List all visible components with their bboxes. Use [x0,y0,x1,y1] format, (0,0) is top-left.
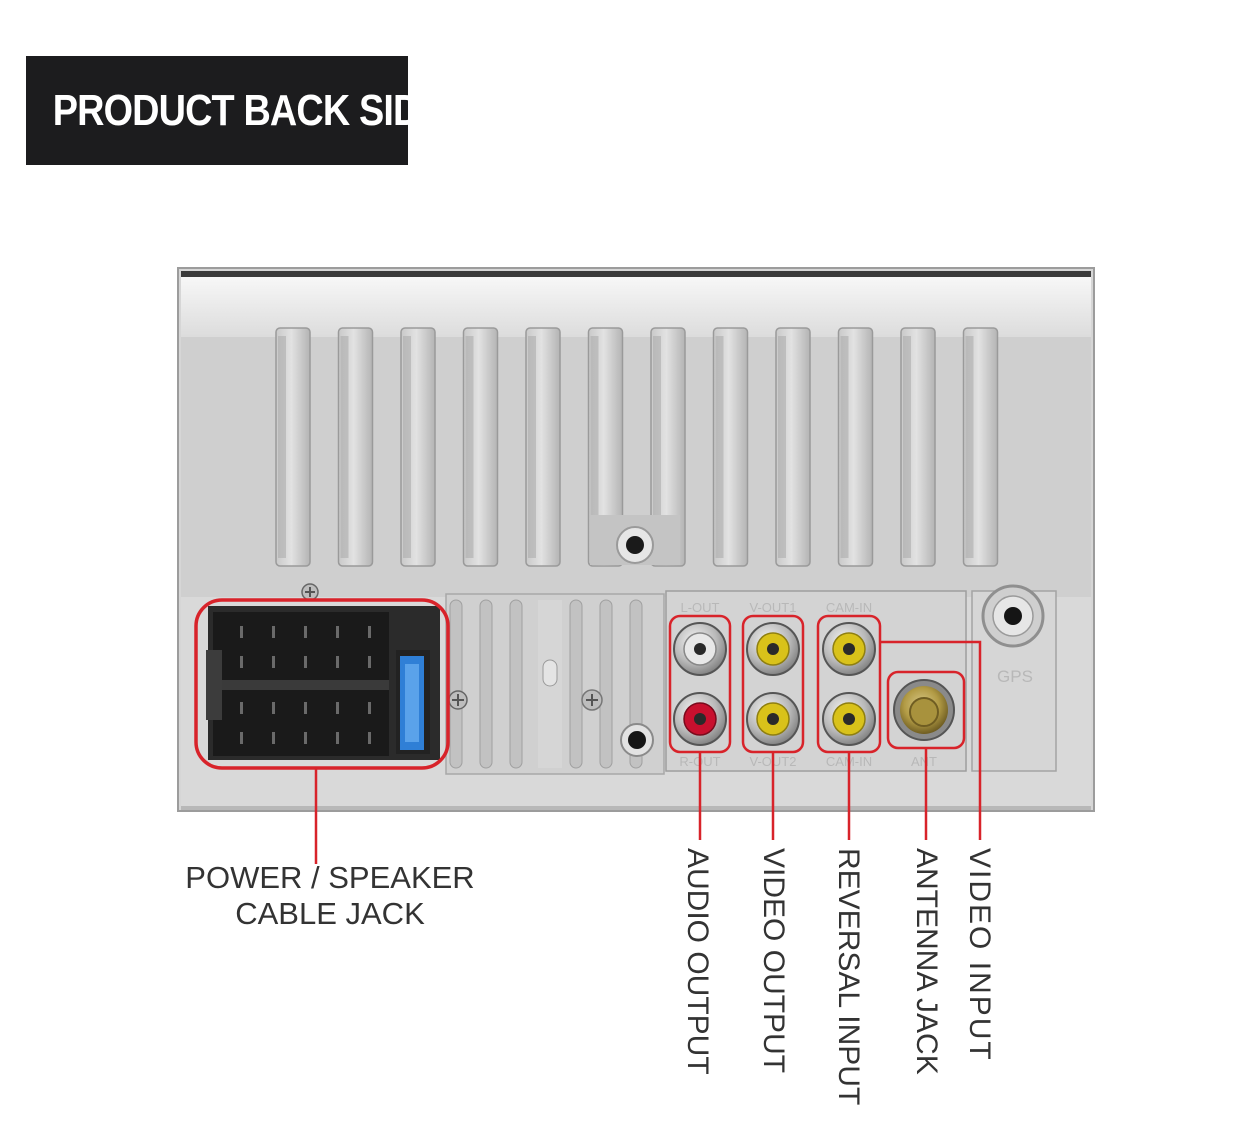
rca-yellow-jack-icon [747,693,799,745]
rca-yellow-jack-icon [823,693,875,745]
video-input-label: VIDEO INPUT [962,848,996,1062]
mounting-hole [590,515,680,565]
label-gps: GPS [997,667,1033,686]
vent-grille [446,594,664,774]
rca-yellow-jack-icon [823,623,875,675]
label-ant: ANT [911,754,937,769]
heatsink-fin-shade [466,336,474,558]
label-l-out: L-OUT [681,600,720,615]
heatsink-fin-shade [278,336,286,558]
power-label-line2: CABLE JACK [160,896,500,932]
label-cam-in-top: CAM-IN [826,600,872,615]
power-speaker-label: POWER / SPEAKER CABLE JACK [160,860,500,932]
antenna-jack-icon [894,680,954,740]
gps-jack-icon [983,586,1043,646]
power-label-line1: POWER / SPEAKER [160,860,500,896]
reversal-input-label: REVERSAL INPUT [831,848,865,1105]
heatsink-fin-shade [528,336,536,558]
label-v-out1: V-OUT1 [750,600,797,615]
heatsink-fin-shade [841,336,849,558]
rca-red-jack-icon [674,693,726,745]
heatsink-fin-shade [403,336,411,558]
rca-yellow-jack-icon [747,623,799,675]
heatsink-fin-shade [716,336,724,558]
heatsink-fin-shade [341,336,349,558]
heatsink-fin-shade [966,336,974,558]
audio-output-label: AUDIO OUTPUT [680,848,714,1075]
heatsink-fin-shade [903,336,911,558]
video-output-label: VIDEO OUTPUT [756,848,790,1073]
antenna-jack-label: ANTENNA JACK [909,848,943,1075]
rca-white-jack-icon [674,623,726,675]
heatsink-fin-shade [778,336,786,558]
power-speaker-connector [206,606,440,760]
